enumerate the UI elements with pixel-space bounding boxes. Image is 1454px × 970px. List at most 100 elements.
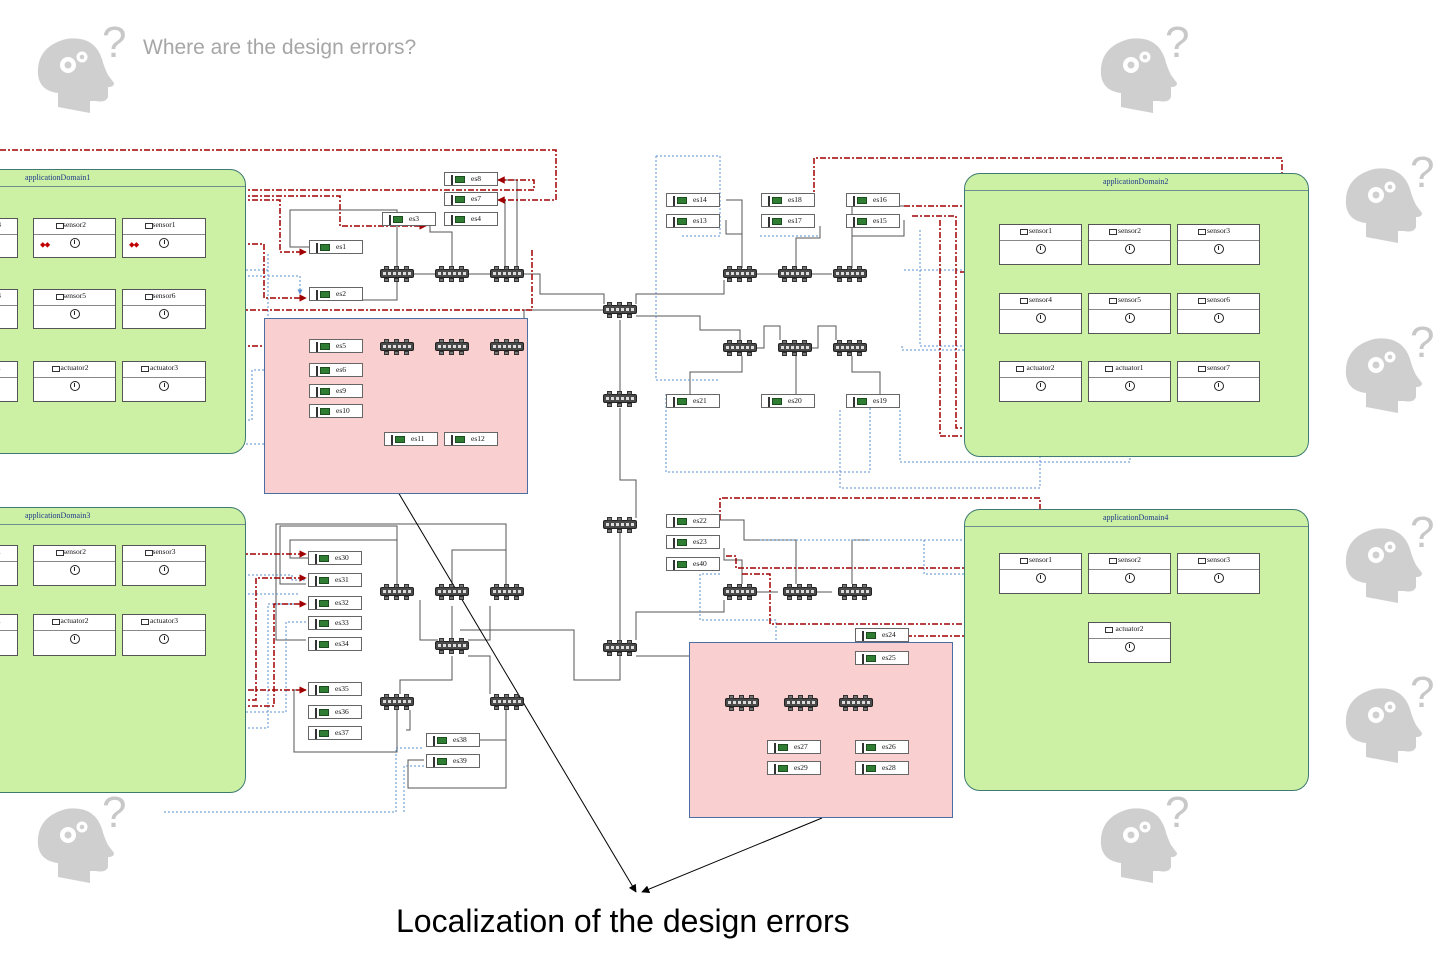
- network-switch[interactable]: [778, 340, 812, 356]
- end-system-es24[interactable]: es24: [855, 628, 909, 642]
- component-box[interactable]: 1: [0, 545, 18, 586]
- end-system-es21[interactable]: es21: [666, 394, 720, 408]
- network-switch[interactable]: [833, 266, 867, 282]
- component-sensor1[interactable]: sensor1: [999, 224, 1082, 265]
- component-sensor3[interactable]: sensor3: [1177, 553, 1260, 594]
- component-sensor4[interactable]: sensor4: [999, 293, 1082, 334]
- end-system-es2[interactable]: es2: [309, 287, 363, 301]
- end-system-es39[interactable]: es39: [426, 754, 480, 768]
- end-system-es25[interactable]: es25: [855, 651, 909, 665]
- end-system-es17[interactable]: es17: [761, 214, 815, 228]
- component-actuator2[interactable]: actuator2: [1088, 622, 1171, 663]
- component-box[interactable]: 4: [0, 289, 18, 329]
- end-system-es12[interactable]: es12: [444, 432, 498, 446]
- component-sensor2[interactable]: sensor2: [1088, 224, 1171, 265]
- end-system-es16[interactable]: es16: [846, 193, 900, 207]
- network-switch[interactable]: [725, 695, 759, 711]
- network-switch[interactable]: [380, 694, 414, 710]
- network-switch[interactable]: [839, 695, 873, 711]
- component-actuator3[interactable]: actuator3: [122, 614, 206, 656]
- component-actuator2[interactable]: actuator2: [999, 361, 1082, 402]
- end-system-es5[interactable]: es5: [309, 339, 363, 353]
- end-system-es28[interactable]: es28: [855, 761, 909, 775]
- clock-icon: [69, 565, 80, 575]
- end-system-es18[interactable]: es18: [761, 193, 815, 207]
- component-sensor2[interactable]: sensor2⬥⬥: [33, 218, 116, 258]
- component-actuator1[interactable]: actuator1: [1088, 361, 1171, 402]
- envelope-icon: [1020, 229, 1028, 235]
- end-system-es33[interactable]: es33: [308, 616, 362, 630]
- end-system-es19[interactable]: es19: [846, 394, 900, 408]
- network-switch[interactable]: [380, 339, 414, 355]
- component-sensor3[interactable]: sensor3: [1177, 224, 1260, 265]
- end-system-es31[interactable]: es31: [308, 573, 362, 587]
- network-switch[interactable]: [603, 517, 637, 533]
- end-system-es6[interactable]: es6: [309, 363, 363, 377]
- end-system-es3[interactable]: es3: [382, 212, 436, 226]
- network-switch[interactable]: [723, 266, 757, 282]
- network-switch[interactable]: [603, 391, 637, 407]
- component-actuator2[interactable]: actuator2: [33, 614, 116, 656]
- network-switch[interactable]: [380, 266, 414, 282]
- end-system-es37[interactable]: es37: [308, 726, 362, 740]
- network-switch[interactable]: [435, 584, 469, 600]
- component-sensor2[interactable]: sensor2: [33, 545, 116, 586]
- component-sensor6[interactable]: sensor6: [1177, 293, 1260, 334]
- end-system-es32[interactable]: es32: [308, 596, 362, 610]
- component-box[interactable]: r1: [0, 361, 18, 402]
- end-system-es23[interactable]: es23: [666, 535, 720, 549]
- end-system-es30[interactable]: es30: [308, 551, 362, 565]
- end-system-es38[interactable]: es38: [426, 733, 480, 747]
- network-switch[interactable]: [435, 638, 469, 654]
- network-switch[interactable]: [783, 584, 817, 600]
- component-sensor2[interactable]: sensor2: [1088, 553, 1171, 594]
- network-switch[interactable]: [723, 340, 757, 356]
- network-switch[interactable]: [778, 266, 812, 282]
- component-sensor1[interactable]: sensor1: [999, 553, 1082, 594]
- end-system-es4[interactable]: es4: [444, 212, 498, 226]
- component-actuator2[interactable]: actuator2: [33, 361, 116, 402]
- network-switch[interactable]: [380, 584, 414, 600]
- end-system-es20[interactable]: es20: [761, 394, 815, 408]
- component-sensor1[interactable]: sensor1⬥⬥: [122, 218, 206, 258]
- component-sensor6[interactable]: sensor6: [122, 289, 206, 329]
- clock-icon: [1213, 573, 1224, 583]
- end-system-es27[interactable]: es27: [767, 740, 821, 754]
- end-system-es35[interactable]: es35: [308, 682, 362, 696]
- component-sensor7[interactable]: sensor7: [1177, 361, 1260, 402]
- end-system-es14[interactable]: es14: [666, 193, 720, 207]
- end-system-es22[interactable]: es22: [666, 514, 720, 528]
- end-system-es10[interactable]: es10: [309, 404, 363, 418]
- end-system-es11[interactable]: es11: [384, 432, 438, 446]
- component-sensor3[interactable]: sensor3: [122, 545, 206, 586]
- end-system-es7[interactable]: es7: [444, 192, 498, 206]
- end-system-es26[interactable]: es26: [855, 740, 909, 754]
- end-system-es36[interactable]: es36: [308, 705, 362, 719]
- component-box[interactable]: 3: [0, 218, 18, 258]
- end-system-es40[interactable]: es40: [666, 557, 720, 571]
- end-system-es29[interactable]: es29: [767, 761, 821, 775]
- network-switch[interactable]: [490, 339, 524, 355]
- network-switch[interactable]: [838, 584, 872, 600]
- network-switch[interactable]: [490, 584, 524, 600]
- end-system-es9[interactable]: es9: [309, 384, 363, 398]
- network-switch[interactable]: [490, 694, 524, 710]
- network-switch[interactable]: [435, 339, 469, 355]
- end-system-es1[interactable]: es1: [309, 240, 363, 254]
- component-box[interactable]: 1: [0, 614, 18, 656]
- network-switch[interactable]: [603, 302, 637, 318]
- end-system-es13[interactable]: es13: [666, 214, 720, 228]
- network-switch[interactable]: [833, 340, 867, 356]
- end-system-es34[interactable]: es34: [308, 637, 362, 651]
- network-switch[interactable]: [723, 584, 757, 600]
- end-system-es8[interactable]: es8: [444, 172, 498, 186]
- network-switch[interactable]: [490, 266, 524, 282]
- end-system-es15[interactable]: es15: [846, 214, 900, 228]
- component-actuator3[interactable]: actuator3: [122, 361, 206, 402]
- component-sensor5[interactable]: sensor5: [1088, 293, 1171, 334]
- end-system-board-icon: [395, 436, 405, 443]
- component-sensor5[interactable]: sensor5: [33, 289, 116, 329]
- network-switch[interactable]: [784, 695, 818, 711]
- network-switch[interactable]: [435, 266, 469, 282]
- network-switch[interactable]: [603, 640, 637, 656]
